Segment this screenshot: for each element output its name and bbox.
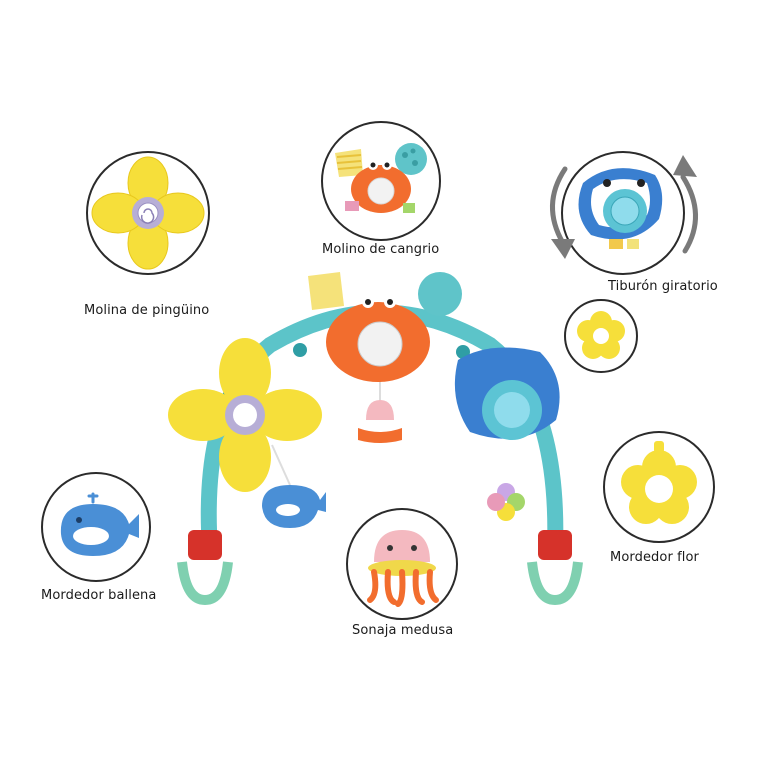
- flower-teether-image: [621, 441, 697, 524]
- jellyfish-rattle-label: Sonaja medusa: [352, 623, 454, 638]
- rotating-shark-label: Tiburón giratorio: [608, 279, 718, 294]
- crab-windmill-image: [335, 143, 427, 213]
- whale-teether-label: Mordedor ballena: [41, 588, 157, 603]
- rotating-shark-detail-circle: [561, 151, 685, 275]
- jellyfish-rattle-detail-circle: [346, 508, 458, 620]
- penguin-windmill-label: Molina de pingüino: [84, 303, 210, 318]
- flower-teether-label: Mordedor flor: [610, 550, 700, 565]
- rotation-arrows-icon: [535, 145, 715, 275]
- small-flower-image: [577, 311, 625, 359]
- flower-small-detail-circle: [564, 299, 638, 373]
- crab-windmill-label: Molino de cangrio: [322, 242, 440, 257]
- crab-windmill-detail-circle: [321, 121, 441, 241]
- penguin-windmill-detail-circle: [86, 151, 210, 275]
- whale-teether-detail-circle: [41, 472, 151, 582]
- whale-teether-image: [60, 492, 140, 556]
- penguin-windmill-image: [91, 156, 205, 270]
- flower-teether-detail-circle: [603, 431, 715, 543]
- jellyfish-rattle-image: [367, 530, 439, 607]
- rotating-shark-image: [578, 168, 663, 249]
